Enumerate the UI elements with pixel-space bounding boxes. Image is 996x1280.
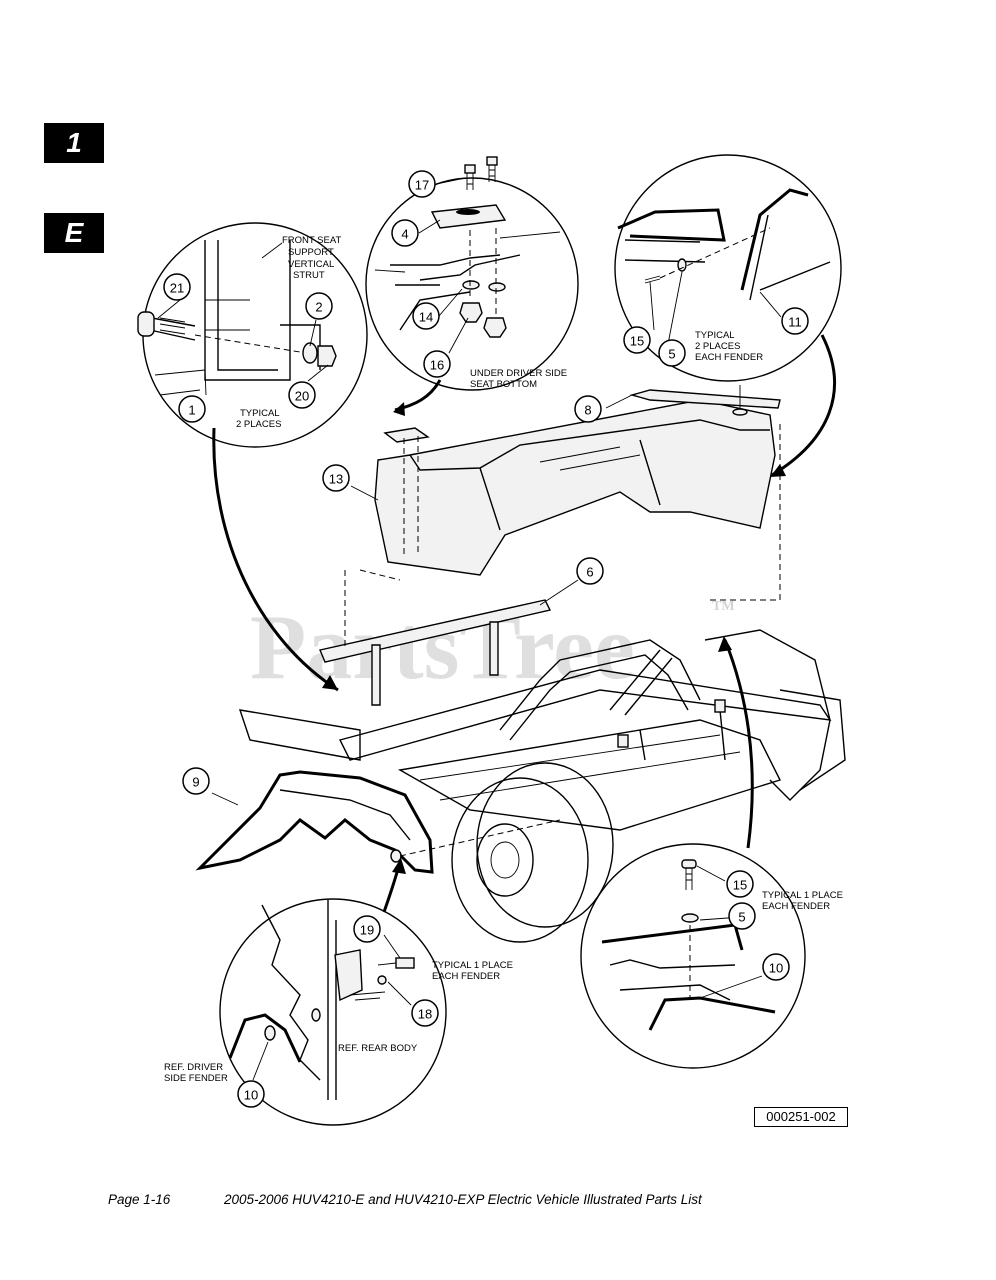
- callout-8: 8: [574, 395, 602, 423]
- note-front-seat-1: FRONT SEAT: [282, 235, 341, 246]
- svg-text:2: 2: [315, 300, 322, 315]
- detail-fender-to-body: TYPICAL 1 PLACE EACH FENDER REF. REAR BO…: [164, 898, 513, 1126]
- seat-support-brace: [319, 569, 552, 706]
- callout-15b: 15: [726, 870, 754, 898]
- callout-21: 21: [163, 273, 191, 301]
- svg-text:1: 1: [188, 403, 195, 418]
- detail-front-seat-support: FRONT SEAT SUPPORT VERTICAL STRUT TYPICA…: [137, 222, 368, 448]
- svg-text:4: 4: [401, 227, 408, 242]
- note-front-seat-2: SUPPORT: [288, 247, 334, 258]
- note-typical-fender-1: TYPICAL: [695, 330, 735, 341]
- leader-lines: [157, 177, 782, 1081]
- watermark-text: PartsTree: [250, 596, 635, 698]
- note-typical1-a: TYPICAL 1 PLACE: [432, 960, 513, 971]
- svg-text:5: 5: [738, 910, 745, 925]
- svg-text:18: 18: [418, 1007, 432, 1022]
- note-typical1-d: EACH FENDER: [762, 901, 830, 912]
- callout-18: 18: [411, 999, 439, 1027]
- note-typical-fender-3: EACH FENDER: [695, 352, 763, 363]
- callout-1: 1: [178, 395, 206, 423]
- callout-20: 20: [288, 381, 316, 409]
- note-typical1-b: EACH FENDER: [432, 971, 500, 982]
- callout-16: 16: [423, 350, 451, 378]
- callout-11: 11: [781, 307, 809, 335]
- note-front-seat-3: VERTICAL: [288, 259, 334, 270]
- trim-strip: [629, 389, 781, 409]
- note-front-seat-4: STRUT: [293, 270, 325, 281]
- callout-17: 17: [408, 170, 436, 198]
- section-tab: E: [44, 213, 104, 253]
- svg-text:16: 16: [430, 358, 444, 373]
- svg-text:10: 10: [244, 1088, 258, 1103]
- note-ref-driver-2: SIDE FENDER: [164, 1073, 228, 1084]
- detail-fender-top: TYPICAL 2 PLACES EACH FENDER: [614, 154, 842, 382]
- page-footer: Page 1-16 2005-2006 HUV4210-E and HUV4210…: [108, 1192, 908, 1207]
- note-ref-driver-1: REF. DRIVER: [164, 1062, 223, 1073]
- svg-text:19: 19: [360, 923, 374, 938]
- svg-text:21: 21: [170, 281, 184, 296]
- callout-5b: 5: [728, 902, 756, 930]
- vehicle-chassis: [238, 420, 846, 831]
- rear-body-panel: [374, 399, 776, 576]
- callout-9: 9: [182, 767, 210, 795]
- note-under-driver-1: UNDER DRIVER SIDE: [470, 368, 567, 379]
- callout-5a: 5: [658, 339, 686, 367]
- callout-2: 2: [305, 292, 333, 320]
- callout-4: 4: [391, 219, 419, 247]
- svg-text:15: 15: [630, 334, 644, 349]
- figure-id: 000251-002: [754, 1107, 848, 1127]
- note-ref-rear-body: REF. REAR BODY: [338, 1043, 418, 1054]
- callout-15a: 15: [623, 326, 651, 354]
- detail-fender-bottom: TYPICAL 1 PLACE EACH FENDER: [580, 843, 843, 1069]
- callout-19: 19: [353, 915, 381, 943]
- note-typical2-a: TYPICAL: [240, 408, 280, 419]
- note-under-driver-2: SEAT BOTTOM: [470, 379, 537, 390]
- detail-arrows: [212, 334, 836, 913]
- svg-text:17: 17: [415, 178, 429, 193]
- rear-wheel: [451, 762, 614, 943]
- svg-text:10: 10: [769, 961, 783, 976]
- svg-text:20: 20: [295, 389, 309, 404]
- svg-text:5: 5: [668, 347, 675, 362]
- svg-text:15: 15: [733, 878, 747, 893]
- svg-text:14: 14: [419, 310, 433, 325]
- note-typical1-c: TYPICAL 1 PLACE: [762, 890, 843, 901]
- detail-under-driver-seat: UNDER DRIVER SIDE SEAT BOTTOM: [365, 156, 579, 391]
- note-typical2-b: 2 PLACES: [236, 419, 281, 430]
- footer-page-number: Page 1-16: [108, 1192, 171, 1207]
- watermark-trademark: TM: [712, 599, 735, 614]
- svg-text:11: 11: [788, 315, 802, 330]
- svg-text:13: 13: [329, 472, 343, 487]
- driver-side-fender: [195, 770, 561, 874]
- footer-title: 2005-2006 HUV4210-E and HUV4210-EXP Elec…: [224, 1192, 702, 1207]
- callout-10b: 10: [762, 953, 790, 981]
- svg-text:8: 8: [584, 403, 591, 418]
- chapter-tab: 1: [44, 123, 104, 163]
- callout-13: 13: [322, 464, 350, 492]
- note-typical-fender-2: 2 PLACES: [695, 341, 740, 352]
- callout-6: 6: [576, 557, 604, 585]
- svg-text:9: 9: [192, 775, 199, 790]
- svg-text:6: 6: [586, 565, 593, 580]
- callout-10a: 10: [237, 1080, 265, 1108]
- callout-14: 14: [412, 302, 440, 330]
